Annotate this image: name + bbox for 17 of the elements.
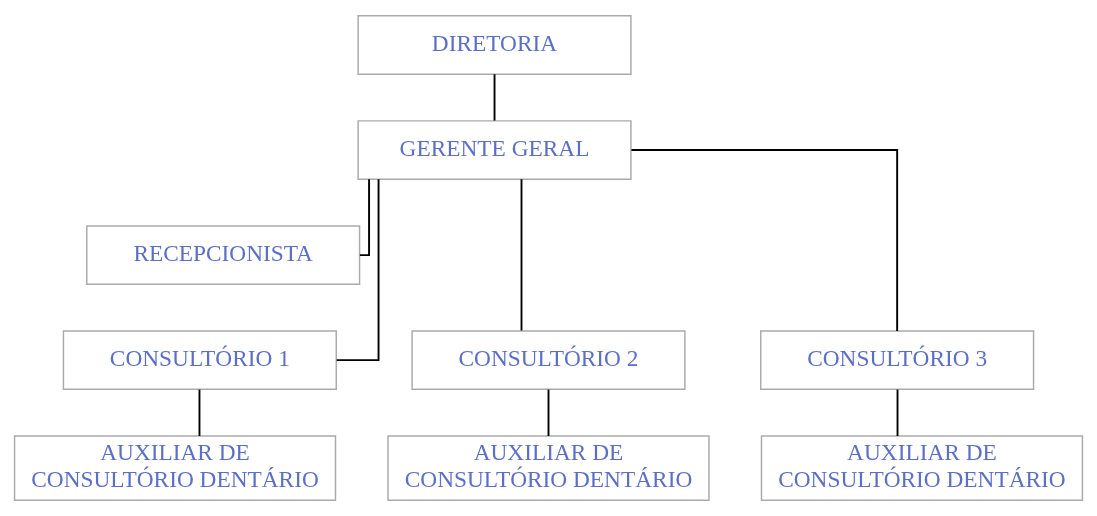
node-box: AUXILIAR DE CONSULTÓRIO DENTÁRIO bbox=[13, 435, 337, 501]
connector bbox=[547, 388, 550, 437]
connector bbox=[896, 388, 899, 437]
connector bbox=[359, 178, 370, 257]
node-box: CONSULTÓRIO 1 bbox=[62, 330, 337, 391]
node-box: GERENTE GERAL bbox=[357, 120, 632, 180]
connector bbox=[520, 178, 523, 332]
node-box: AUXILIAR DE CONSULTÓRIO DENTÁRIO bbox=[387, 435, 710, 501]
connector bbox=[493, 73, 496, 122]
node-box: AUXILIAR DE CONSULTÓRIO DENTÁRIO bbox=[760, 435, 1084, 501]
node-box: CONSULTÓRIO 2 bbox=[411, 330, 686, 391]
node-box: RECEPCIONISTA bbox=[86, 225, 361, 285]
connector bbox=[630, 149, 899, 332]
node-box: DIRETORIA bbox=[357, 15, 632, 75]
connector bbox=[335, 178, 380, 362]
connector bbox=[198, 388, 201, 437]
node-box: CONSULTÓRIO 3 bbox=[760, 330, 1035, 391]
